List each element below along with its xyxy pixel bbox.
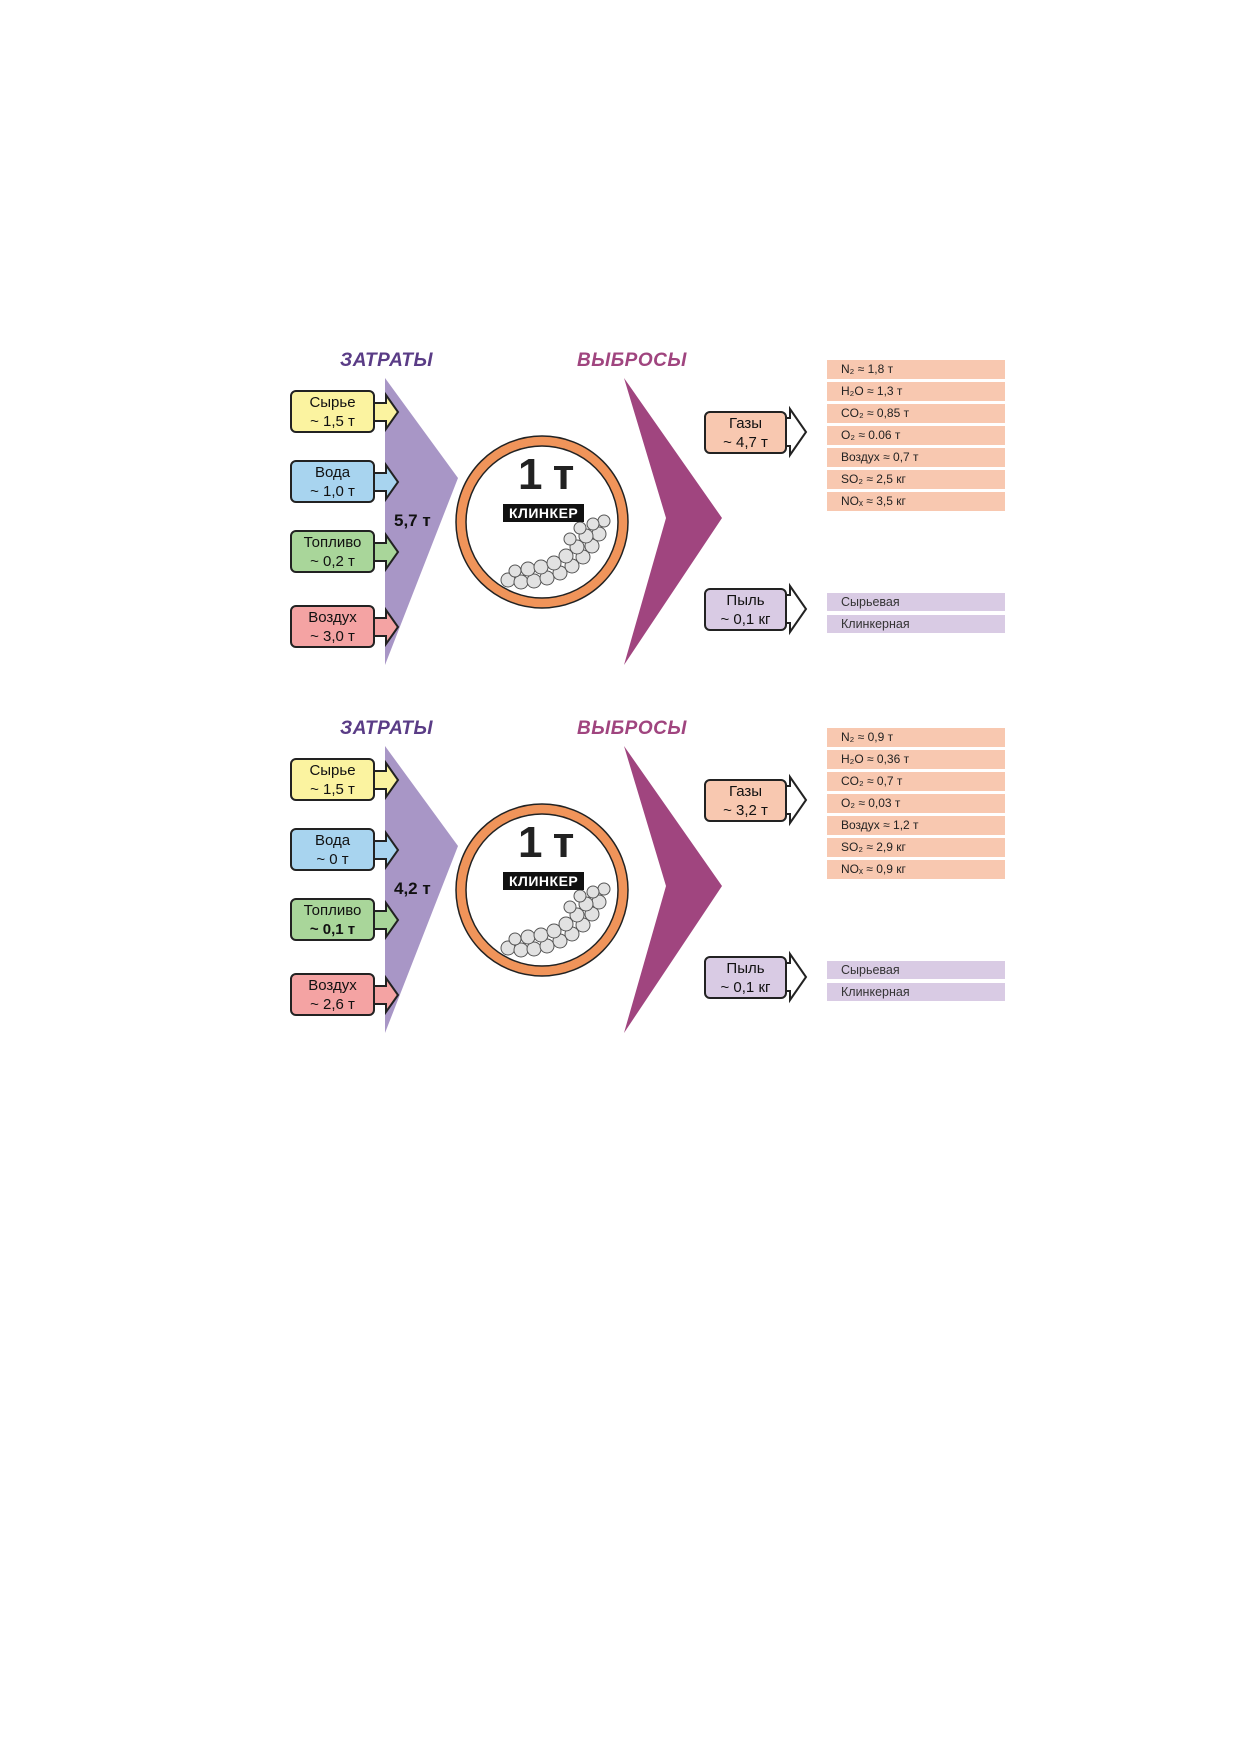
clinker-label: КЛИНКЕР: [503, 872, 585, 890]
dust-box: Пыль ~ 0,1 кг: [704, 588, 787, 631]
clinker-label: КЛИНКЕР: [503, 504, 585, 522]
input-air: Воздух ~ 2,6 т: [290, 973, 375, 1016]
gas-item: Воздух ≈ 0,7 т: [827, 448, 1005, 467]
input-label: Сырье: [309, 762, 356, 779]
dust-box: Пыль ~ 0,1 кг: [704, 956, 787, 999]
input-water: Вода ~ 1,0 т: [290, 460, 375, 503]
input-label: Топливо: [303, 902, 362, 919]
gas-list: N₂ ≈ 1,8 т H₂O ≈ 1,3 т CO₂ ≈ 0,85 т O₂ ≈…: [827, 360, 1005, 514]
input-raw: Сырье ~ 1,5 т: [290, 390, 375, 433]
dust-label: Пыль: [726, 592, 765, 609]
input-label: Вода: [314, 464, 351, 481]
clinker-amount: 1 т: [518, 450, 574, 499]
outputs-chevron: [624, 378, 722, 665]
gas-item: N₂ ≈ 1,8 т: [827, 360, 1005, 379]
dust-label: Пыль: [726, 960, 765, 977]
gases-value: ~ 3,2 т: [723, 802, 768, 819]
inputs-chevron: [385, 746, 458, 1033]
gas-item: Воздух ≈ 1,2 т: [827, 816, 1005, 835]
clinker-balls: [500, 882, 611, 958]
input-arrow-2: [373, 461, 400, 503]
gas-list: N₂ ≈ 0,9 т H₂O ≈ 0,36 т CO₂ ≈ 0,7 т O₂ ≈…: [827, 728, 1005, 882]
inputs-total: 5,7 т: [394, 511, 431, 530]
input-label: Вода: [314, 832, 351, 849]
input-value: ~ 0,1 т: [309, 921, 356, 938]
clinker-panel-1: ЗАТРАТЫ ВЫБРОСЫ Сырье ~ 1,5 т Вода ~ 1,0…: [0, 350, 1240, 690]
input-fuel: Топливо ~ 0,2 т: [290, 530, 375, 573]
gases-box: Газы ~ 3,2 т: [704, 779, 787, 822]
inputs-title: ЗАТРАТЫ: [340, 350, 433, 371]
inputs-chevron: [385, 378, 458, 665]
gas-item: SO₂ ≈ 2,9 кг: [827, 838, 1005, 857]
input-label: Топливо: [303, 534, 362, 551]
input-water: Вода ~ 0 т: [290, 828, 375, 871]
input-arrow-1: [373, 759, 400, 801]
gas-item: NOₓ ≈ 3,5 кг: [827, 492, 1005, 511]
input-value: ~ 0 т: [316, 851, 349, 868]
input-air: Воздух ~ 3,0 т: [290, 605, 375, 648]
input-value: ~ 3,0 т: [310, 628, 355, 645]
gas-item: H₂O ≈ 1,3 т: [827, 382, 1005, 401]
gas-item: O₂ ≈ 0,03 т: [827, 794, 1005, 813]
input-value: ~ 1,5 т: [310, 781, 355, 798]
gas-item: O₂ ≈ 0.06 т: [827, 426, 1005, 445]
gases-box: Газы ~ 4,7 т: [704, 411, 787, 454]
outputs-title: ВЫБРОСЫ: [577, 718, 687, 739]
input-label: Воздух: [308, 609, 357, 626]
gas-item: CO₂ ≈ 0,85 т: [827, 404, 1005, 423]
dust-item: Сырьевая: [827, 961, 1005, 979]
gases-label: Газы: [728, 783, 763, 800]
input-fuel: Топливо ~ 0,1 т: [290, 898, 375, 941]
inputs-total: 4,2 т: [394, 879, 431, 898]
input-value: ~ 0,2 т: [310, 553, 355, 570]
gas-item: CO₂ ≈ 0,7 т: [827, 772, 1005, 791]
input-value: ~ 2,6 т: [310, 996, 355, 1013]
clinker-balls: [500, 514, 611, 590]
outputs-chevron: [624, 746, 722, 1033]
clinker-panel-2: ЗАТРАТЫ ВЫБРОСЫ Сырье ~ 1,5 т Вода ~ 0 т…: [0, 718, 1240, 1058]
gas-item: SO₂ ≈ 2,5 кг: [827, 470, 1005, 489]
input-label: Воздух: [308, 977, 357, 994]
dust-item: Клинкерная: [827, 983, 1005, 1001]
dust-item: Сырьевая: [827, 593, 1005, 611]
input-value: ~ 1,5 т: [310, 413, 355, 430]
gas-item: NOₓ ≈ 0,9 кг: [827, 860, 1005, 879]
panel-graphics: [373, 746, 808, 1033]
input-arrow-4: [373, 974, 400, 1016]
input-raw: Сырье ~ 1,5 т: [290, 758, 375, 801]
input-arrow-4: [373, 606, 400, 648]
input-arrow-2: [373, 829, 400, 871]
dust-value: ~ 0,1 кг: [720, 979, 771, 996]
dust-list: Сырьевая Клинкерная: [827, 593, 1005, 637]
panel-graphics: [373, 378, 808, 665]
input-arrow-3: [373, 899, 400, 941]
gases-value: ~ 4,7 т: [723, 434, 768, 451]
dust-list: Сырьевая Клинкерная: [827, 961, 1005, 1005]
dust-value: ~ 0,1 кг: [720, 611, 771, 628]
input-arrow-1: [373, 391, 400, 433]
dust-item: Клинкерная: [827, 615, 1005, 633]
gas-item: H₂O ≈ 0,36 т: [827, 750, 1005, 769]
clinker-amount: 1 т: [518, 818, 574, 867]
outputs-title: ВЫБРОСЫ: [577, 350, 687, 371]
gas-item: N₂ ≈ 0,9 т: [827, 728, 1005, 747]
input-arrow-3: [373, 531, 400, 573]
gases-label: Газы: [728, 415, 763, 432]
input-label: Сырье: [309, 394, 356, 411]
inputs-title: ЗАТРАТЫ: [340, 718, 433, 739]
input-value: ~ 1,0 т: [310, 483, 355, 500]
